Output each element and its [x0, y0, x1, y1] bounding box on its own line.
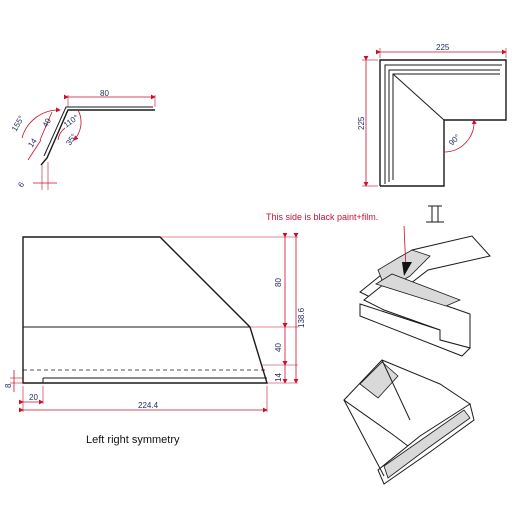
profile-dim-80: 80: [100, 89, 109, 98]
plan-dim-width: 225: [436, 43, 450, 52]
elev-dim-138-6: 138.6: [297, 307, 306, 328]
iso-view-top: This side is black paint+film.: [266, 205, 491, 357]
profile-angle-35: 35°: [64, 132, 78, 147]
plan-view: 225 225 90°: [357, 43, 507, 187]
profile-section: 80 40 14 6 155° 110° 35°: [10, 89, 156, 190]
profile-dim-14: 14: [26, 136, 39, 149]
elev-dim-224-4: 224.4: [138, 401, 159, 410]
profile-angle-155: 155°: [10, 114, 26, 133]
symmetry-caption: Left right symmetry: [86, 434, 180, 446]
elev-dim-14: 14: [274, 373, 283, 382]
elev-dim-8: 8: [4, 383, 13, 388]
paint-note: This side is black paint+film.: [266, 212, 378, 222]
profile-dim-40: 40: [41, 116, 53, 129]
elev-dim-20: 20: [29, 393, 38, 402]
elev-dim-40: 40: [274, 343, 283, 352]
profile-dim-6: 6: [16, 180, 26, 189]
iso-view-bottom: [343, 359, 475, 485]
plan-dim-height: 225: [357, 116, 366, 130]
elev-dim-80: 80: [274, 278, 283, 287]
plan-angle-90: 90°: [447, 132, 462, 147]
profile-angle-110: 110°: [62, 113, 80, 130]
elevation-view: 80 138.6 40 14 8 20 224.4: [4, 233, 306, 413]
